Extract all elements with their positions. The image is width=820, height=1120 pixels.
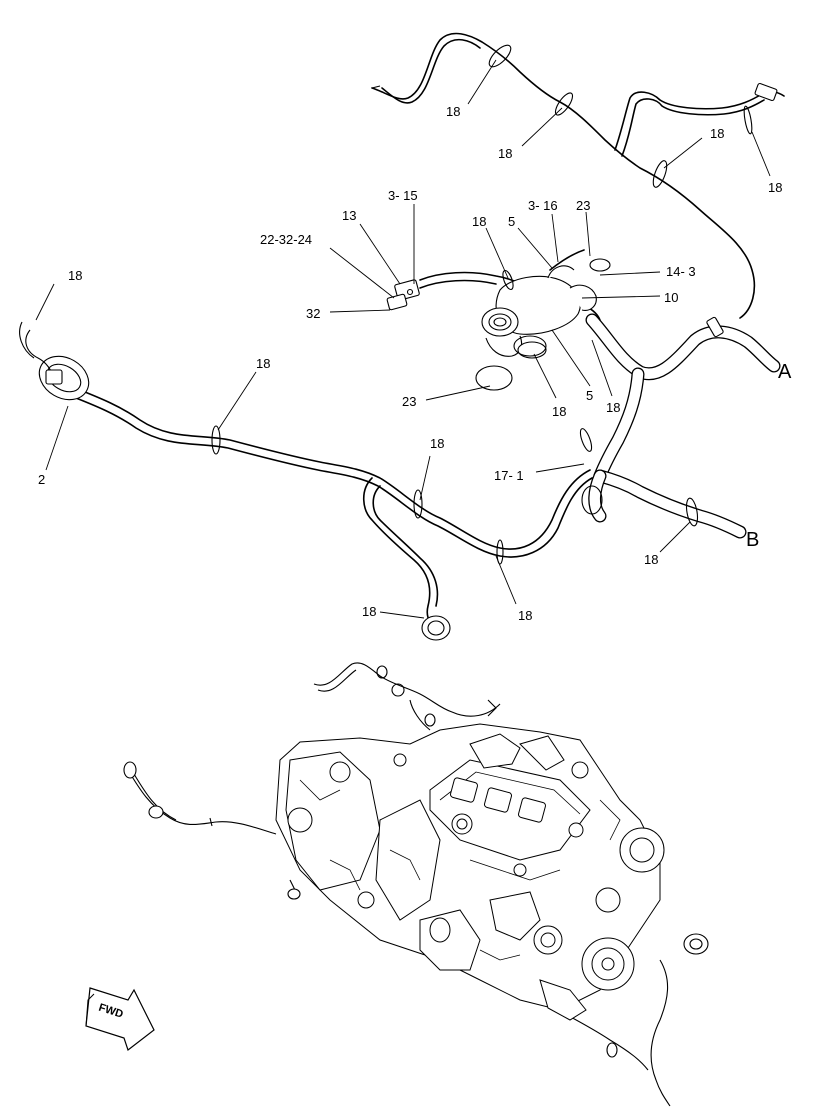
connection-label-b: B — [746, 529, 759, 551]
callout-23: 23 — [576, 198, 590, 213]
callout-18: 18 — [446, 104, 460, 119]
engine-overview — [123, 662, 709, 1107]
callout-labels: 18 18 18 18 3- 15 13 22-32-24 32 18 5 3-… — [38, 104, 792, 623]
callout-18: 18 — [552, 404, 566, 419]
leader-lines — [35, 59, 771, 619]
callout-18: 18 — [430, 436, 444, 451]
forward-arrow-icon: FWD — [85, 987, 155, 1051]
callout-18: 18 — [644, 552, 658, 567]
callout-23: 23 — [402, 394, 416, 409]
callout-22-32-24: 22-32-24 — [260, 232, 312, 247]
junction-block — [481, 265, 597, 359]
callout-3-16: 3- 16 — [528, 198, 558, 213]
harness-left-branch — [53, 377, 591, 550]
callout-18: 18 — [68, 268, 82, 283]
clip-rings — [211, 44, 753, 641]
harness-top-branch — [371, 32, 756, 319]
callout-17-1: 17- 1 — [494, 468, 524, 483]
callout-18: 18 — [768, 180, 782, 195]
callout-10: 10 — [664, 290, 678, 305]
callout-5: 5 — [508, 214, 515, 229]
callout-18: 18 — [606, 400, 620, 415]
callout-18: 18 — [498, 146, 512, 161]
callout-13: 13 — [342, 208, 356, 223]
callout-18: 18 — [256, 356, 270, 371]
callout-18: 18 — [518, 608, 532, 623]
callout-2: 2 — [38, 472, 45, 487]
callout-14-3: 14- 3 — [666, 264, 696, 279]
harness-upper — [19, 32, 785, 641]
callout-32: 32 — [306, 306, 320, 321]
connector-3-15 — [386, 279, 420, 311]
connection-label-a: A — [778, 361, 792, 383]
callout-3-15: 3- 15 — [388, 188, 418, 203]
callout-5: 5 — [586, 388, 593, 403]
callout-18: 18 — [710, 126, 724, 141]
callout-18: 18 — [472, 214, 486, 229]
callout-18: 18 — [362, 604, 376, 619]
